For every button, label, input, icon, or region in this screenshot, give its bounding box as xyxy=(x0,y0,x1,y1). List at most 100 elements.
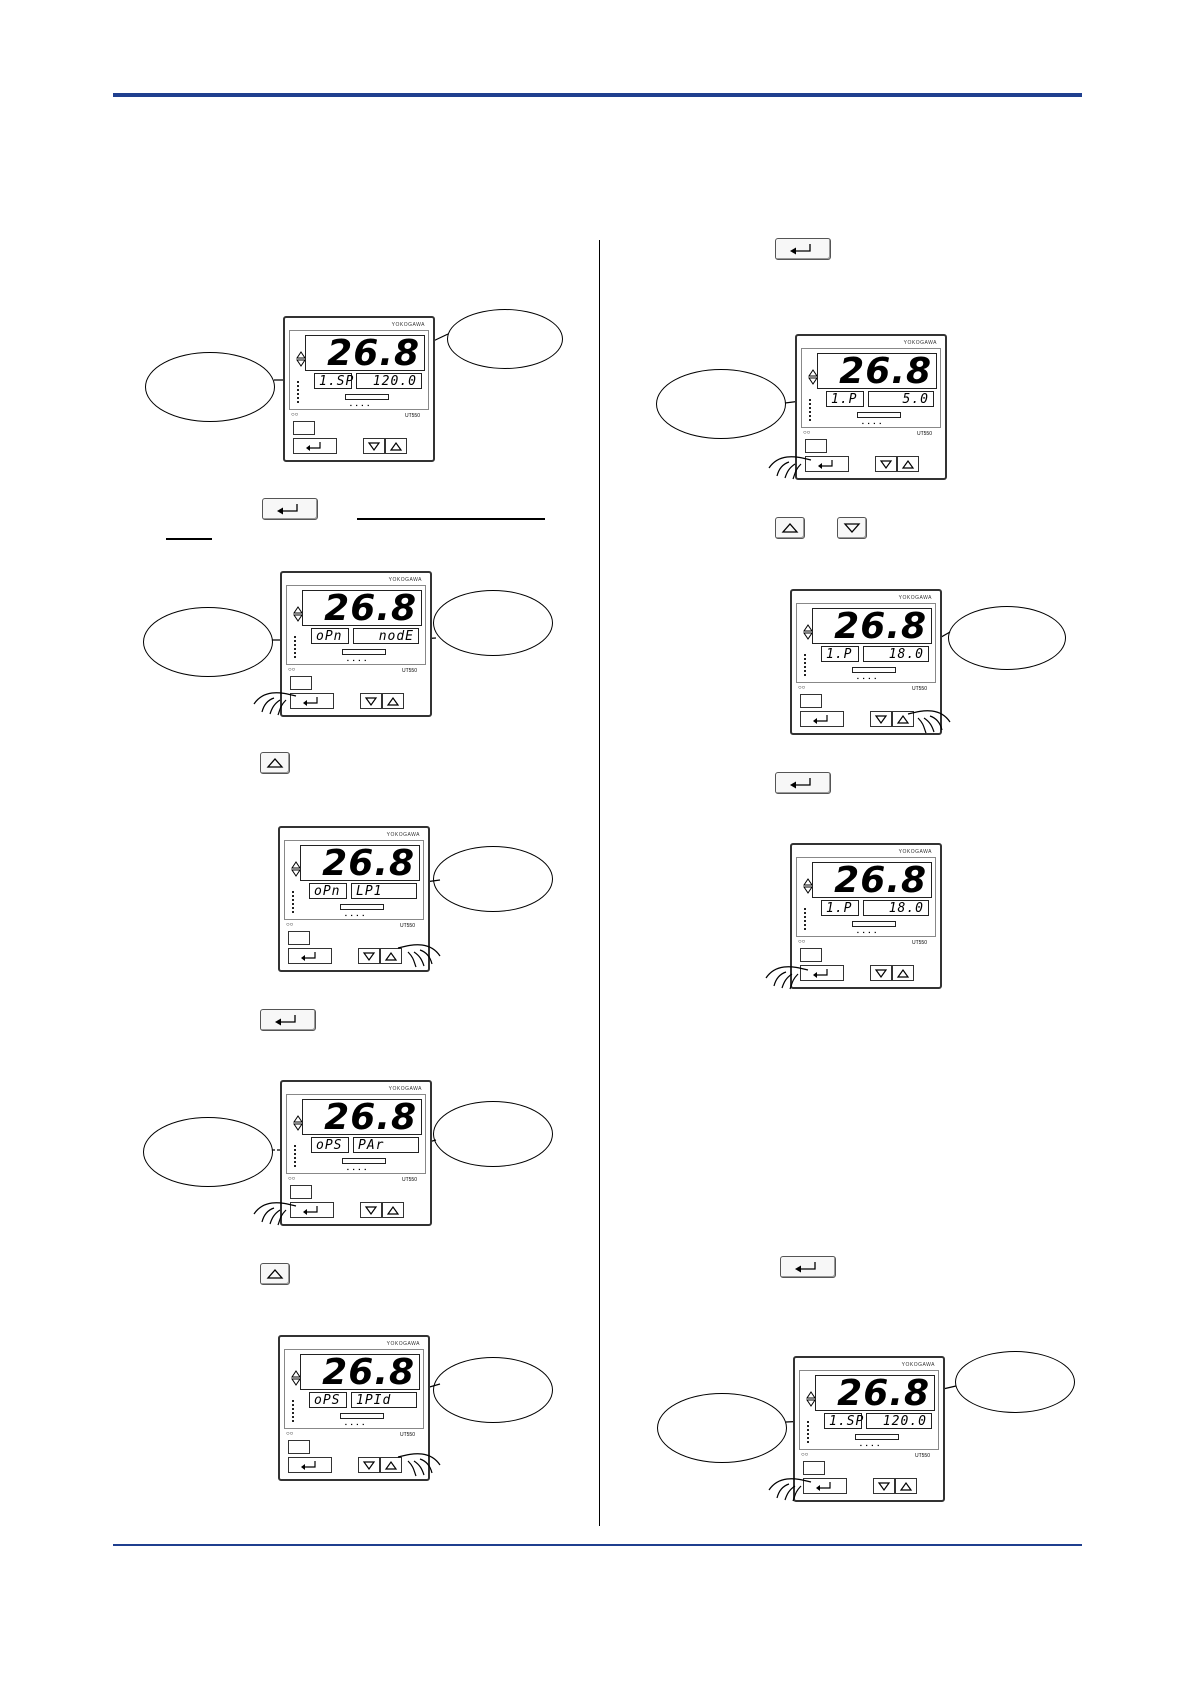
a-m-key[interactable] xyxy=(288,931,310,945)
bar-graph xyxy=(345,394,389,400)
hand-icon xyxy=(253,692,297,716)
indicator-dots: ▪▪▪▪ xyxy=(350,403,374,409)
callout-oval xyxy=(447,309,563,369)
set-enter-key[interactable] xyxy=(288,1457,332,1473)
bar-graph xyxy=(852,921,896,927)
model-label: UT550 xyxy=(404,413,420,419)
down-key[interactable] xyxy=(870,711,892,727)
indicator-dots: ▪▪▪▪ xyxy=(862,421,886,427)
indicator-dots: ▪▪▪▪ xyxy=(345,1422,369,1428)
brand-label: YOKOGAWA xyxy=(901,1362,935,1368)
status-leds xyxy=(807,1421,811,1443)
pv-display: 26.8 xyxy=(812,606,932,647)
callout-oval xyxy=(948,606,1066,670)
model-label: UT550 xyxy=(401,668,417,674)
status-leds xyxy=(294,1145,298,1167)
up-key[interactable] xyxy=(892,965,914,981)
indicator-dots: ▪▪▪▪ xyxy=(857,676,881,682)
display-frame: 26.8 oPS PAr ▪▪▪▪ UT550 xyxy=(286,1094,426,1183)
up-key[interactable] xyxy=(382,693,404,709)
pv-value: 26.8 xyxy=(839,351,932,392)
set-enter-key-icon xyxy=(775,238,831,260)
indicator-dots: ▪▪▪▪ xyxy=(347,1167,371,1173)
symbol-display: 1.P xyxy=(821,900,859,916)
set-enter-key[interactable] xyxy=(800,965,844,981)
status-lamps: ○○ xyxy=(288,1176,296,1182)
display-frame: 26.8 1.P 5.0 ▪▪▪▪ UT550 xyxy=(801,348,941,437)
model-label: UT550 xyxy=(911,940,927,946)
a-m-key[interactable] xyxy=(800,948,822,962)
data-display: nodE xyxy=(353,628,419,644)
up-key[interactable] xyxy=(380,1457,402,1473)
pv-display: 26.8 xyxy=(302,1097,422,1138)
down-key[interactable] xyxy=(363,438,385,454)
callout-oval xyxy=(656,369,786,439)
pv-display: 26.8 xyxy=(302,588,422,629)
up-down-indicator-icon xyxy=(293,1115,303,1131)
up-key[interactable] xyxy=(380,948,402,964)
set-enter-key[interactable] xyxy=(293,438,337,454)
a-m-key[interactable] xyxy=(803,1461,825,1475)
set-enter-key[interactable] xyxy=(800,711,844,727)
bar-graph xyxy=(342,1158,386,1164)
status-lamps: ○○ xyxy=(286,1431,294,1437)
down-key[interactable] xyxy=(875,456,897,472)
a-m-key[interactable] xyxy=(293,421,315,435)
status-leds xyxy=(292,891,296,913)
set-enter-key[interactable] xyxy=(288,948,332,964)
hand-icon xyxy=(768,456,812,480)
pv-display: 26.8 xyxy=(305,333,425,374)
hand-icon xyxy=(907,710,951,734)
pv-display: 26.8 xyxy=(817,351,937,392)
set-enter-key[interactable] xyxy=(290,1202,334,1218)
display-frame: 26.8 1.SP 120.0 ▪▪▪▪ UT550 xyxy=(289,330,429,419)
data-display: 18.0 xyxy=(863,900,929,916)
model-label: UT550 xyxy=(399,923,415,929)
up-down-indicator-icon xyxy=(296,351,306,367)
down-key[interactable] xyxy=(360,693,382,709)
set-enter-key[interactable] xyxy=(803,1478,847,1494)
pv-value: 26.8 xyxy=(324,588,417,629)
pv-display: 26.8 xyxy=(815,1373,935,1414)
up-down-indicator-icon xyxy=(291,861,301,877)
hand-icon xyxy=(397,944,441,968)
up-key[interactable] xyxy=(382,1202,404,1218)
pv-display: 26.8 xyxy=(300,843,420,884)
set-enter-key[interactable] xyxy=(290,693,334,709)
controller-front-panel: YOKOGAWA 26.8 1.P 18.0 ▪▪▪▪ UT550 ○○ xyxy=(790,843,942,989)
status-lamps: ○○ xyxy=(798,939,806,945)
up-down-indicator-icon xyxy=(806,1391,816,1407)
data-display: 5.0 xyxy=(868,391,934,407)
down-key[interactable] xyxy=(870,965,892,981)
down-key[interactable] xyxy=(360,1202,382,1218)
status-lamps: ○○ xyxy=(288,667,296,673)
a-m-key[interactable] xyxy=(290,1185,312,1199)
controller-front-panel: YOKOGAWA 26.8 1.P 5.0 ▪▪▪▪ UT550 ○○ xyxy=(795,334,947,480)
down-key[interactable] xyxy=(358,1457,380,1473)
set-enter-key[interactable] xyxy=(805,456,849,472)
pv-value: 26.8 xyxy=(324,1097,417,1138)
down-key[interactable] xyxy=(358,948,380,964)
symbol-display: 1.SP xyxy=(824,1413,863,1429)
status-lamps: ○○ xyxy=(798,685,806,691)
a-m-key[interactable] xyxy=(290,676,312,690)
a-m-key[interactable] xyxy=(805,439,827,453)
brand-label: YOKOGAWA xyxy=(898,849,932,855)
up-key[interactable] xyxy=(895,1478,917,1494)
set-enter-key-icon xyxy=(262,498,318,520)
down-key[interactable] xyxy=(873,1478,895,1494)
brand-label: YOKOGAWA xyxy=(386,1341,420,1347)
display-frame: 26.8 oPS 1PId ▪▪▪▪ UT550 xyxy=(284,1349,424,1438)
up-key[interactable] xyxy=(897,456,919,472)
callout-oval xyxy=(433,1101,553,1167)
column-divider xyxy=(599,240,600,1526)
up-key[interactable] xyxy=(892,711,914,727)
hand-icon xyxy=(768,1478,812,1502)
up-key[interactable] xyxy=(385,438,407,454)
a-m-key[interactable] xyxy=(800,694,822,708)
status-leds xyxy=(804,908,808,930)
display-frame: 26.8 1.SP 120.0 ▪▪▪▪ UT550 xyxy=(799,1370,939,1459)
hand-icon xyxy=(765,966,809,990)
brand-label: YOKOGAWA xyxy=(903,340,937,346)
a-m-key[interactable] xyxy=(288,1440,310,1454)
